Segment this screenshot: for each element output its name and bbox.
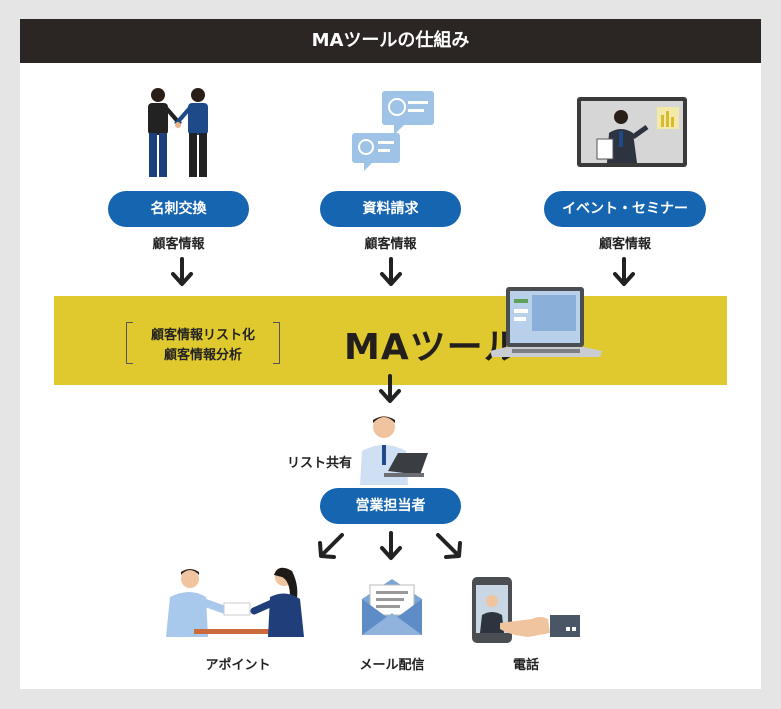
source-caption: 顧客情報 [152,237,205,252]
source-caption: 顧客情報 [364,237,417,252]
seminar-screen-icon [577,97,687,167]
sales-rep-pill: 営業担当者 [320,488,461,524]
arrow-down-icon [171,257,193,286]
arrow-down-icon [380,531,402,560]
arrow-down-right-icon [436,533,462,559]
output-label-phone: 電話 [512,658,539,673]
handshake-icon [148,88,208,177]
list-share-label: リスト共有 [286,456,352,471]
diagram-card: MAツールの仕組み [20,19,761,689]
function-item: 顧客情報リスト化 [150,328,255,343]
laptop-icon [490,287,602,357]
ma-tool-band: 顧客情報リスト化 顧客情報分析 MAツール [54,296,727,385]
source-document-request: 資料請求 [320,191,461,227]
source-business-card-exchange: 名刺交換 [108,191,249,227]
sales-rep-icon [360,416,428,485]
source-caption: 顧客情報 [598,237,651,252]
document-request-icon [352,91,434,171]
arrow-down-left-icon [318,533,344,559]
phone-call-icon [472,577,580,643]
output-label-email: メール配信 [359,658,425,673]
function-item: 顧客情報分析 [163,348,242,363]
function-bracket: 顧客情報リスト化 顧客情報分析 [126,322,280,364]
arrow-down-icon [613,257,635,286]
output-label-appointment: アポイント [205,658,271,673]
ma-tool-title: MAツール [344,327,521,368]
envelope-icon [362,579,422,635]
source-event-seminar: イベント・セミナー [544,191,706,227]
arrow-down-icon [379,374,401,403]
appointment-meeting-icon [166,567,304,637]
arrow-down-icon [380,257,402,286]
page-title: MAツールの仕組み [20,19,761,63]
